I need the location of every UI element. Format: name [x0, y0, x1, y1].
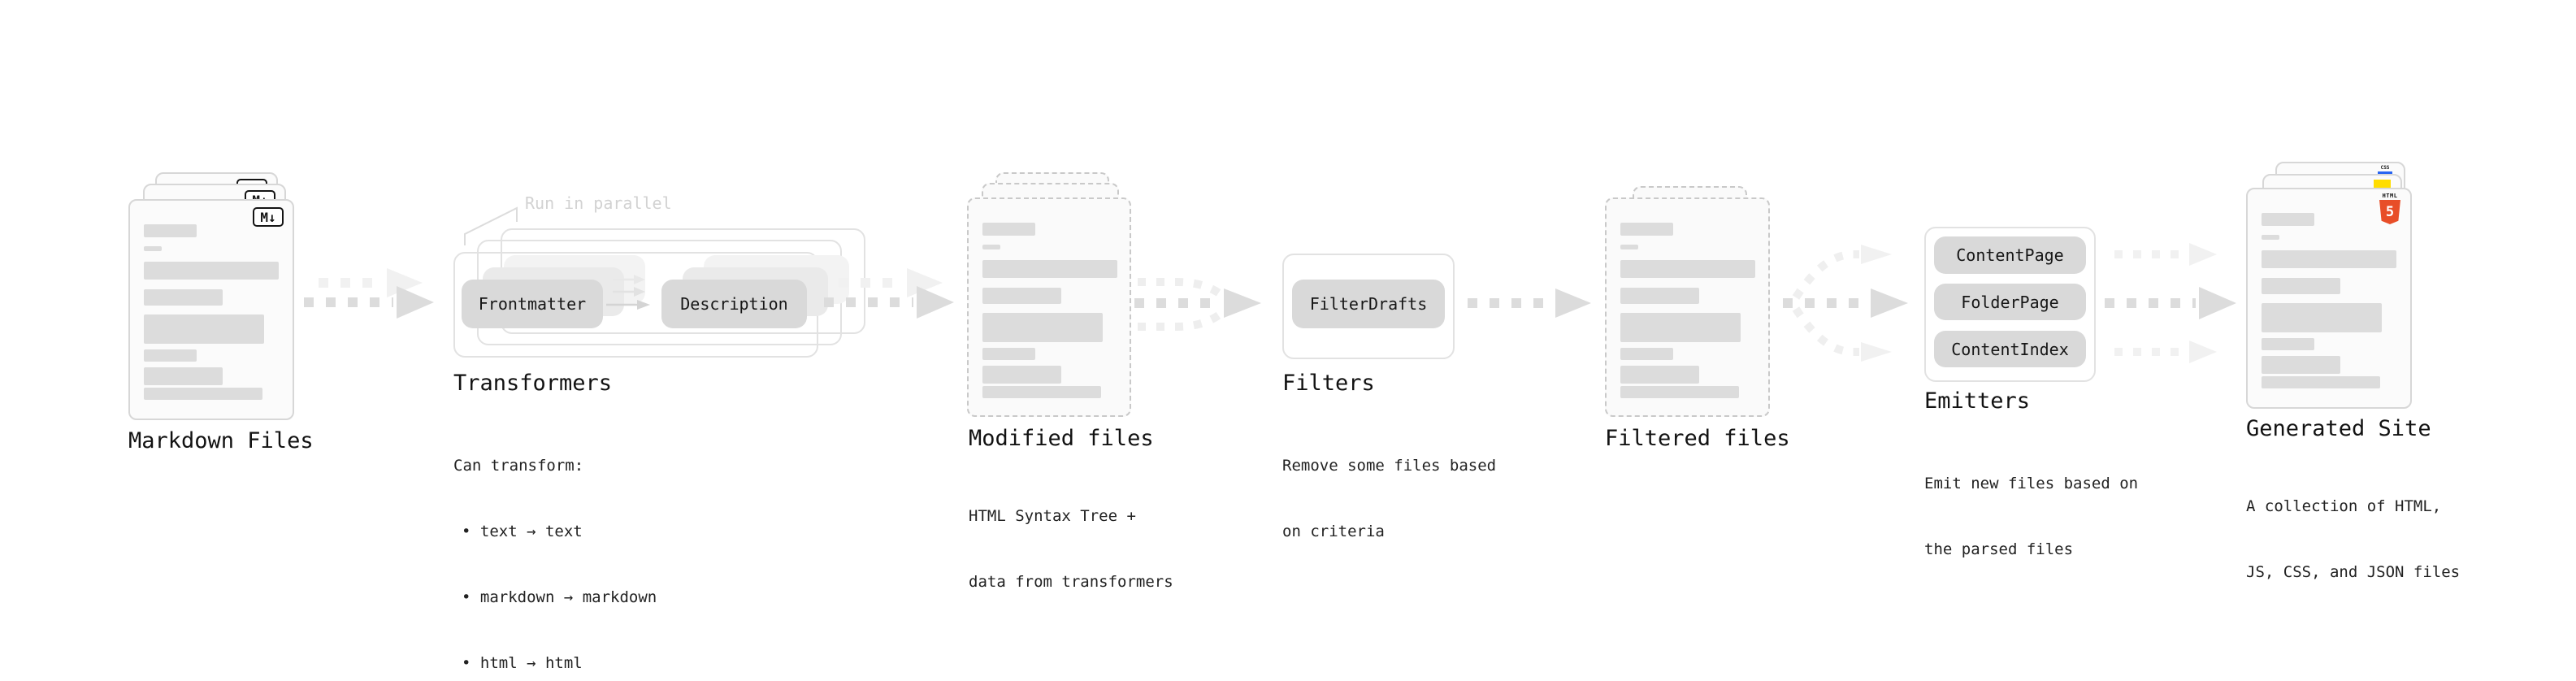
placeholder-bar	[144, 224, 197, 237]
desc-line: Emit new files based on	[1924, 475, 2139, 492]
placeholder-bar	[1620, 313, 1741, 342]
html5-icon-label: HTML	[2382, 193, 2398, 199]
css-icon: CSS	[2378, 166, 2392, 174]
flow-arrow-filters-to-filtered	[1464, 280, 1594, 326]
placeholder-bar	[2262, 235, 2279, 240]
desc-line: HTML Syntax Tree +	[969, 507, 1136, 525]
placeholder-bar	[982, 386, 1101, 398]
placeholder-bar	[2262, 338, 2314, 350]
placeholder-bar	[2262, 356, 2340, 374]
filters-description: Remove some files based on criteria	[1282, 411, 1496, 587]
generated-site-label: Generated Site	[2246, 416, 2431, 441]
placeholder-bar	[144, 289, 223, 306]
placeholder-bar	[144, 262, 279, 280]
contentpage-pill: ContentPage	[1934, 236, 2086, 274]
filterdrafts-pill: FilterDrafts	[1292, 280, 1445, 328]
bullet-markdown-to-markdown: • markdown → markdown	[462, 588, 657, 606]
contentindex-pill: ContentIndex	[1934, 331, 2086, 367]
placeholder-bar	[2262, 213, 2314, 226]
desc-line: Remove some files based	[1282, 457, 1497, 475]
emitters-frame	[1924, 227, 2096, 382]
bullet-html-to-html: • html → html	[462, 654, 583, 672]
flow-arrow-markdown-to-transformers	[302, 250, 440, 323]
placeholder-bar	[144, 314, 264, 344]
modified-file-card	[967, 197, 1131, 417]
emitters-description: Emit new files based on the parsed files	[1924, 429, 2138, 605]
desc-line: JS, CSS, and JSON files	[2246, 563, 2461, 581]
modified-files-label: Modified files	[969, 426, 1154, 451]
generated-site-description: A collection of HTML, JS, CSS, and JSON …	[2246, 452, 2460, 627]
folderpage-pill: FolderPage	[1934, 284, 2086, 320]
flow-arrow-modified-to-filters	[1133, 264, 1269, 345]
placeholder-bar	[982, 313, 1103, 342]
placeholder-bar	[144, 388, 262, 400]
modified-files-description: HTML Syntax Tree + data from transformer…	[969, 462, 1173, 637]
html5-icon: HTML 5	[2379, 193, 2401, 224]
placeholder-bar	[1620, 348, 1673, 360]
html5-icon-shield: 5	[2379, 200, 2400, 224]
placeholder-bar	[144, 246, 162, 251]
bullet-text-to-text: • text → text	[462, 523, 583, 540]
emitters-label: Emitters	[1924, 388, 2031, 414]
placeholder-bar	[2262, 376, 2380, 388]
filtered-files-label: Filtered files	[1605, 426, 1790, 451]
placeholder-bar	[982, 223, 1035, 236]
placeholder-bar	[2262, 250, 2396, 268]
filtered-file-card	[1605, 197, 1770, 417]
markdown-file-card: M↓	[128, 199, 294, 420]
placeholder-bar	[982, 366, 1061, 384]
placeholder-bar	[2262, 278, 2340, 294]
placeholder-bar	[2262, 303, 2382, 332]
placeholder-bar	[144, 349, 197, 362]
css-icon-bar	[2378, 171, 2392, 174]
placeholder-bar	[1620, 260, 1755, 278]
placeholder-bar	[982, 288, 1061, 304]
markdown-files-label: Markdown Files	[128, 428, 314, 453]
transformers-description: Can transform: • text → text • markdown …	[453, 411, 657, 681]
placeholder-bar	[1620, 288, 1699, 304]
can-transform-line: Can transform:	[453, 457, 584, 475]
run-in-parallel-note: Run in parallel	[525, 193, 672, 213]
flow-arrows-emitters-to-site	[2103, 238, 2245, 368]
desc-line: A collection of HTML,	[2246, 497, 2442, 515]
markdown-icon: M↓	[253, 207, 284, 227]
frontmatter-pill: Frontmatter	[462, 280, 603, 328]
css-icon-label: CSS	[2380, 165, 2390, 171]
placeholder-bar	[1620, 386, 1739, 398]
desc-line: on criteria	[1282, 523, 1385, 540]
placeholder-bar	[982, 348, 1035, 360]
placeholder-bar	[982, 245, 1000, 249]
placeholder-bar	[982, 260, 1117, 278]
desc-line: the parsed files	[1924, 540, 2074, 558]
parallel-step-arrows	[603, 270, 655, 310]
description-pill: Description	[661, 280, 807, 328]
placeholder-bar	[1620, 223, 1673, 236]
filters-frame	[1282, 254, 1455, 359]
placeholder-bar	[1620, 366, 1699, 384]
transformers-label: Transformers	[453, 371, 613, 396]
placeholder-bar	[144, 367, 223, 385]
js-icon	[2374, 180, 2391, 189]
filters-label: Filters	[1282, 371, 1375, 396]
flow-arrow-transformers-to-modified	[822, 250, 961, 323]
desc-line: data from transformers	[969, 573, 1173, 591]
flow-arrow-filtered-to-emitters	[1781, 242, 1919, 366]
html-file-card: HTML 5	[2246, 188, 2412, 409]
note-leader-line	[459, 202, 524, 250]
placeholder-bar	[1620, 245, 1638, 249]
